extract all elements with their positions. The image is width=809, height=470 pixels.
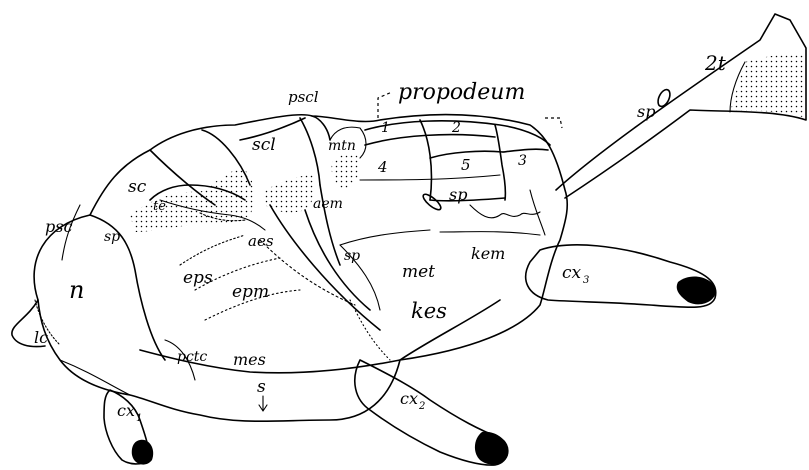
label-te: te	[153, 199, 166, 214]
label-2t: 2t	[704, 51, 727, 75]
petiole-outline	[556, 14, 806, 198]
stipple-anterior	[130, 169, 255, 232]
coxa-2-tip	[475, 432, 508, 465]
label-s: s	[257, 377, 266, 397]
label-cx2: cx	[400, 389, 418, 408]
dorsal-plates	[130, 116, 366, 232]
label-sp-meta: sp	[344, 248, 360, 264]
label-sp-propodeum: sp	[449, 185, 467, 204]
propodeal-spiracle-icon	[421, 192, 443, 212]
label-area-5: 5	[461, 156, 471, 174]
label-cx1-sub: 1	[136, 413, 142, 424]
label-sp-meso: sp	[104, 229, 120, 245]
label-cx1: cx	[117, 401, 135, 420]
label-area-2: 2	[451, 120, 461, 136]
label-scl: scl	[252, 135, 276, 155]
label-area-1: 1	[381, 120, 390, 136]
label-area-3: 3	[518, 153, 527, 169]
label-psc: psc	[45, 217, 72, 236]
label-kem: kem	[471, 244, 505, 263]
label-aem: aem	[313, 196, 343, 212]
label-pctc: pctc	[177, 349, 207, 365]
petiole-stipple	[730, 54, 806, 118]
spiracle-icon	[656, 88, 673, 109]
label-propodeum: propodeum	[398, 80, 525, 105]
label-met: met	[402, 262, 435, 282]
label-eps: eps	[183, 268, 213, 288]
stipple-posterior	[332, 153, 361, 190]
label-mes: mes	[233, 350, 266, 369]
label-pscl: pscl	[288, 88, 319, 106]
labels: propodeum pscl mtn 1 2 3 4 5 sc scl psc …	[34, 51, 727, 424]
label-mtn: mtn	[328, 138, 356, 154]
arrow-down-icon	[259, 396, 267, 411]
coxa-1-tip	[132, 440, 153, 465]
label-cx3: cx	[562, 263, 582, 283]
stipple-mid	[265, 175, 315, 212]
label-sc: sc	[128, 177, 147, 197]
body-outline	[12, 115, 567, 422]
label-cx3-sub: 3	[583, 275, 589, 286]
label-kes: kes	[411, 299, 447, 323]
label-n: n	[69, 276, 84, 304]
label-cx2-sub: 2	[418, 401, 425, 412]
label-aes: aes	[248, 232, 274, 250]
label-area-4: 4	[377, 158, 388, 176]
label-lc: lc	[34, 328, 48, 347]
label-sp-petiole: sp	[637, 102, 655, 121]
label-epm: epm	[232, 282, 269, 302]
